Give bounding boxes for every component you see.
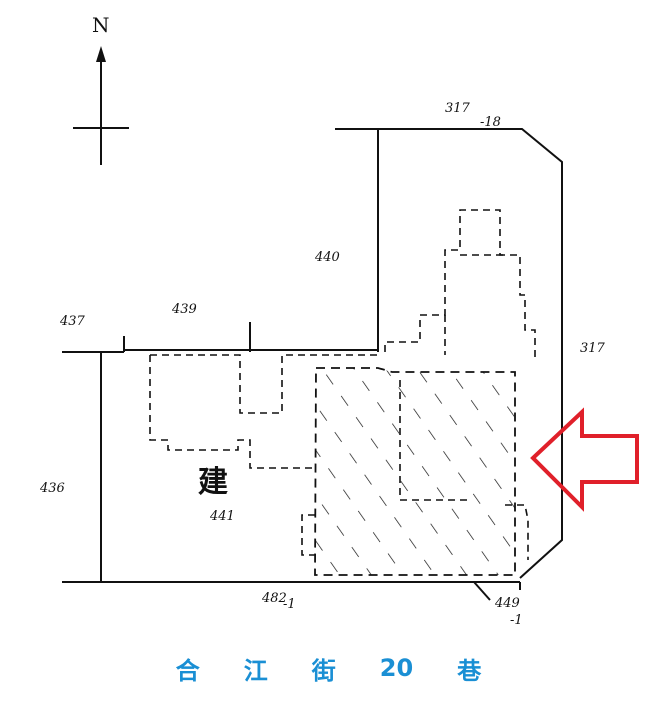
lot-label-317-top: 317 <box>445 101 471 116</box>
caption-number: 20 <box>379 654 414 682</box>
lot-label-436: 436 <box>39 481 65 496</box>
lot-boundaries <box>62 128 563 601</box>
lot-label-437: 437 <box>59 314 86 329</box>
lot-label-317-sub: -18 <box>480 115 501 130</box>
lot-label-449-sub: -1 <box>510 613 523 628</box>
caption-char-5: 巷 <box>457 656 482 685</box>
caption-char-1: 合 <box>175 656 200 685</box>
building-mark: 建 <box>198 465 228 500</box>
lot-label-449: 449 <box>494 596 520 611</box>
lot-label-440: 440 <box>314 250 340 265</box>
lot-label-482-sub: -1 <box>283 597 296 612</box>
location-indicator-arrow-icon <box>530 407 639 512</box>
lot-label-317-right: 317 <box>580 341 606 356</box>
lot-label-441: 441 <box>209 509 235 524</box>
lot-number-labels: 317 -18 317 440 437 439 436 441 482 -1 4… <box>39 101 606 628</box>
north-arrow-icon: N <box>73 13 129 165</box>
subject-building <box>314 367 516 576</box>
lot-label-482: 482 <box>261 591 287 606</box>
caption-char-3: 街 <box>311 656 336 685</box>
lot-label-439: 439 <box>171 302 197 317</box>
north-label: N <box>92 13 110 37</box>
street-caption: 合 江 街 20 巷 <box>0 648 657 688</box>
caption-char-2: 江 <box>243 656 268 685</box>
